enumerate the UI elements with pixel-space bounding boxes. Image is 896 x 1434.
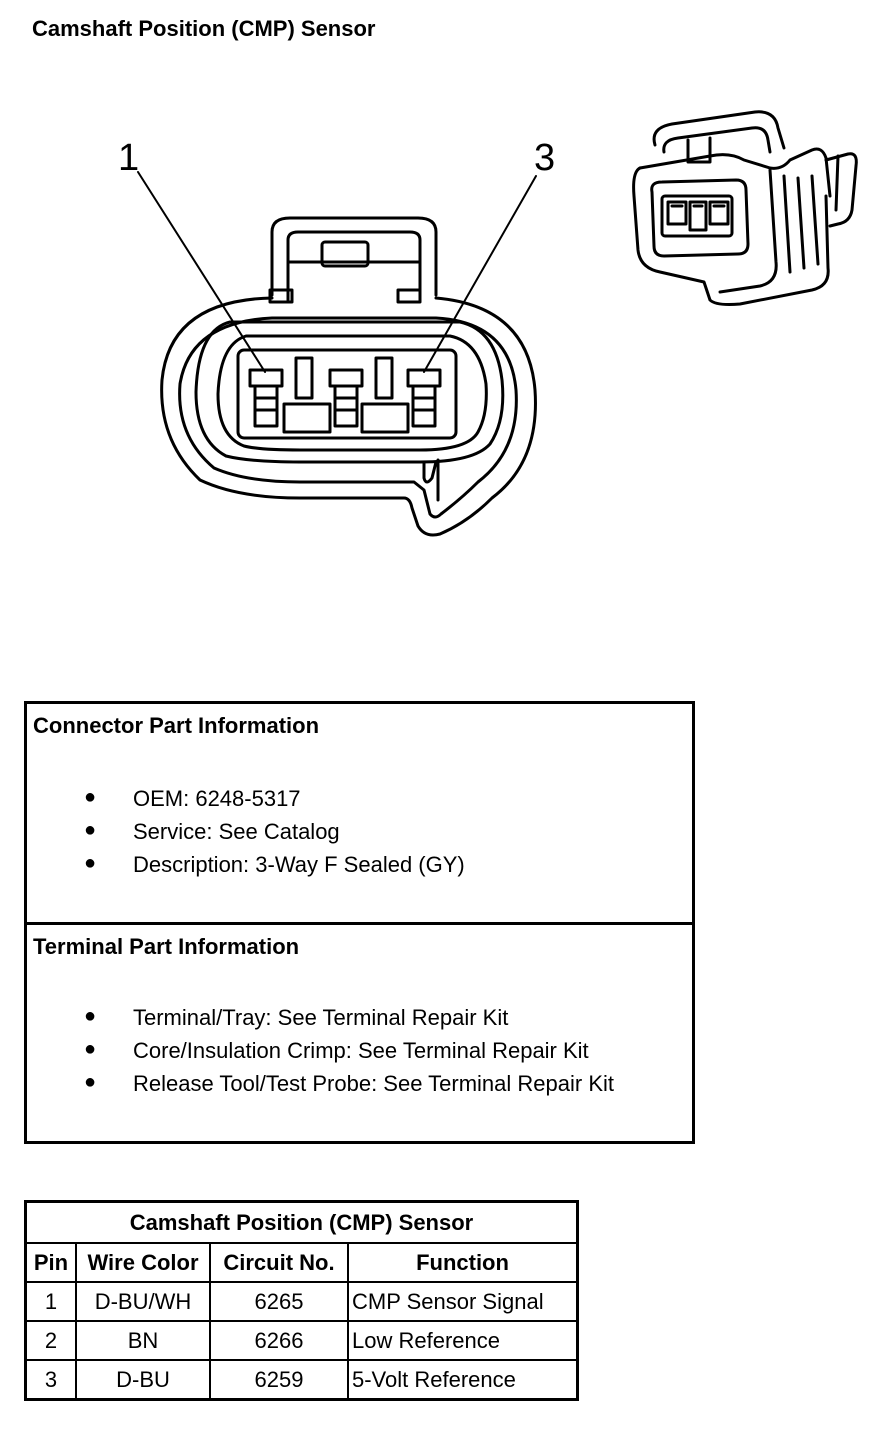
cell-pin: 1	[24, 1281, 77, 1322]
pin-3-label: 3	[534, 137, 555, 179]
table-row: 3 D-BU 6259 5-Volt Reference	[24, 1359, 579, 1401]
cell-function: Low Reference	[347, 1320, 579, 1361]
connector-info-heading: Connector Part Information	[33, 713, 320, 738]
part-info-box: Connector Part Information ● OEM: 6248-5…	[24, 701, 695, 1144]
table-title: Camshaft Position (CMP) Sensor	[24, 1200, 579, 1244]
table-row: 2 BN 6266 Low Reference	[24, 1320, 579, 1361]
cell-pin: 2	[24, 1320, 77, 1361]
cell-circuit-no: 6266	[209, 1320, 349, 1361]
table-header-row: Pin Wire Color Circuit No. Function	[24, 1242, 579, 1283]
terminal-info-release-tool: Release Tool/Test Probe: See Terminal Re…	[133, 1071, 614, 1096]
terminal-info-tray: Terminal/Tray: See Terminal Repair Kit	[133, 1005, 509, 1030]
cell-wire-color: BN	[75, 1320, 211, 1361]
connector-part-info: Connector Part Information ● OEM: 6248-5…	[27, 704, 692, 925]
page-title: Camshaft Position (CMP) Sensor	[32, 16, 376, 41]
header-pin: Pin	[24, 1242, 77, 1283]
terminal-info-crimp: Core/Insulation Crimp: See Terminal Repa…	[133, 1038, 589, 1063]
terminal-info-heading: Terminal Part Information	[33, 934, 300, 959]
cell-circuit-no: 6259	[209, 1359, 349, 1401]
terminal-part-info: Terminal Part Information ● Terminal/Tra…	[27, 925, 692, 1141]
connector-isometric-view	[632, 110, 858, 306]
table-row: 1 D-BU/WH 6265 CMP Sensor Signal	[24, 1281, 579, 1322]
bullet-icon: ●	[84, 1071, 97, 1093]
cell-wire-color: D-BU	[75, 1359, 211, 1401]
pin-1-label: 1	[118, 137, 139, 179]
bullet-icon: ●	[84, 1038, 97, 1060]
connector-info-description: Description: 3-Way F Sealed (GY)	[133, 852, 465, 877]
cell-function: CMP Sensor Signal	[347, 1281, 579, 1322]
pin-table: Camshaft Position (CMP) Sensor Pin Wire …	[24, 1200, 579, 1401]
connector-info-service: Service: See Catalog	[133, 819, 340, 844]
connector-info-oem: OEM: 6248-5317	[133, 786, 301, 811]
connector-diagram: 1 3	[118, 110, 858, 537]
bullet-icon: ●	[84, 852, 97, 874]
cell-function: 5-Volt Reference	[347, 1359, 579, 1401]
header-wire-color: Wire Color	[75, 1242, 211, 1283]
header-circuit-no: Circuit No.	[209, 1242, 349, 1283]
bullet-icon: ●	[84, 819, 97, 841]
table-title-row: Camshaft Position (CMP) Sensor	[24, 1200, 579, 1244]
cell-wire-color: D-BU/WH	[75, 1281, 211, 1322]
cell-circuit-no: 6265	[209, 1281, 349, 1322]
header-function: Function	[347, 1242, 579, 1283]
cell-pin: 3	[24, 1359, 77, 1401]
bullet-icon: ●	[84, 786, 97, 808]
connector-face-view	[137, 171, 537, 537]
bullet-icon: ●	[84, 1005, 97, 1027]
